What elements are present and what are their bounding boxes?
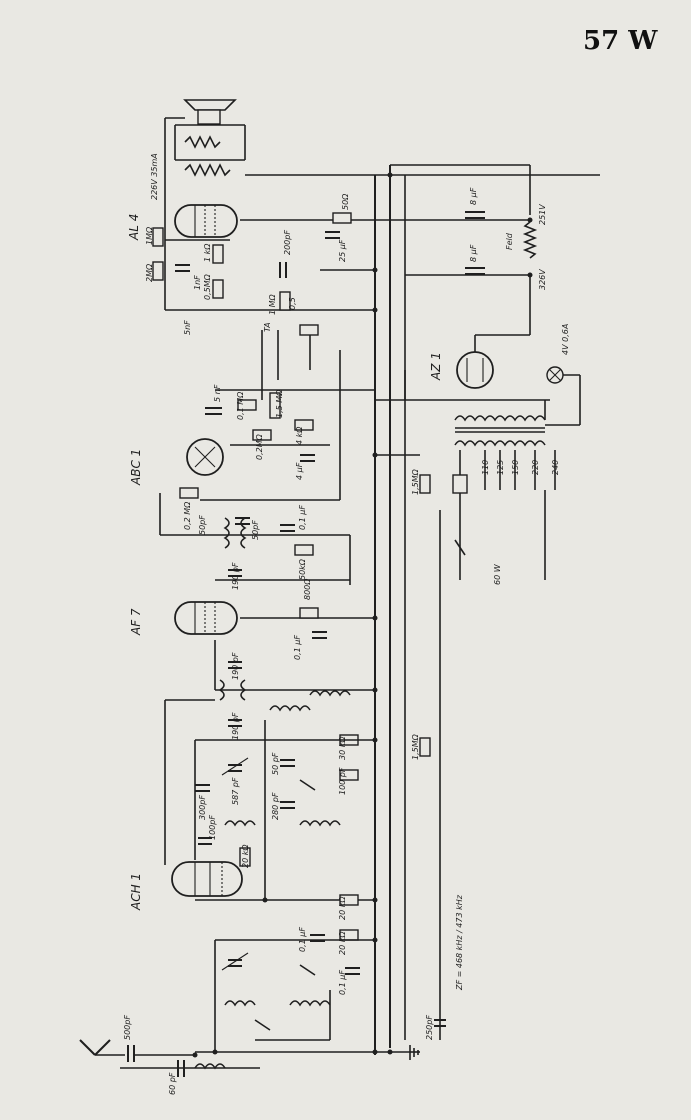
label-c-50pf: 50pF [198,515,207,535]
if-stage: 800Ω 0,1 µF 190 pF 190 pF 1,5MΩ 1,5MΩ [164,468,431,865]
label-c-587: 587 pF [231,777,240,805]
tube-az1: AZ 1 [429,300,531,389]
label-r-15mo: 1,5MΩ [411,468,420,495]
tube-abc1: ABC 1 [129,438,224,486]
label-c-500: 500pF [123,1015,132,1040]
label-326v: 326V [538,269,547,290]
label-c-190: 190 pF [231,562,240,590]
label-c-50pf-b: 50pF [251,520,260,540]
tube-label-af7: AF 7 [129,608,143,636]
label-r-1-mo: 1 MΩ [268,293,277,315]
tube-ach1: ACH 1 [129,861,243,911]
label-c-190c: 190 pF [231,712,240,740]
label-c-05: 0,5 [288,297,297,310]
label-ta: TA [263,322,272,332]
label-r-4k: 4 kΩ [295,426,304,445]
label-tap-220: 220 [531,460,540,475]
label-c-280: 280 pF [271,792,280,820]
label-r-05m: 0,5MΩ [203,273,212,300]
label-r-30k: 30 kΩ [338,736,347,760]
junction-dots [192,172,533,1058]
label-c-8uf-a: 8 µF [469,187,478,205]
label-feld: Feld [505,232,514,250]
label-c-300: 300pF [198,795,207,820]
label-c-01d: 0,1 µF [338,970,347,995]
label-c-200: 200pF [283,230,292,255]
label-al4-rating: 226V 35mA [150,153,159,200]
label-c-190b: 190 pF [231,652,240,680]
output-stage: 50Ω 25 µF 200pF 1MΩ 2MΩ 1nF 1 kΩ 0,5MΩ 5… [145,193,352,400]
label-c-50: 50 pF [271,752,280,775]
label-r-800: 800Ω [303,578,312,600]
label-c-5nf-abc: 5 nF [213,384,222,402]
label-r-50k: 50kΩ [298,558,307,580]
label-r-02m-b: 0,2 MΩ [183,501,192,530]
label-c-25: 25 µF [338,239,347,262]
detector-stage: 5 nF 0,1 MΩ 1,5 MΩ 0,2MΩ 4 kΩ 4 µF 0,2 M… [159,350,375,590]
bus-lines [120,118,600,1069]
label-r-20k-b: 20 kΩ [338,896,347,920]
label-251v: 251V [538,204,547,225]
label-c-5n: 5nF [183,320,192,335]
label-tap-125: 125 [496,460,505,475]
label-c-250: 250pF [425,1015,434,1040]
label-tap-150: 150 [511,460,520,475]
power-supply: 8 µF 8 µF Feld 251V 326V 4V 0,6A [452,187,581,585]
label-tap-240: 240 [551,460,560,475]
tube-label-al4: AL 4 [127,214,141,241]
label-r-1m: 1MΩ [145,226,154,245]
tube-al4: AL 4 226V 35mA [127,153,238,241]
label-lamp: 4V 0,6A [561,324,570,355]
label-c-4uf: 4 µF [295,462,304,480]
label-c-01b: 0,1 µF [293,635,302,660]
label-c-60: 60 pF [168,1072,177,1095]
label-zf: ZF = 468 kHz / 473 kHz [455,894,464,991]
tube-label-ach1: ACH 1 [129,873,143,911]
label-c-1n: 1nF [193,275,202,290]
label-c-100pf: 100pF [208,815,217,840]
label-r-2m: 2MΩ [145,263,154,282]
label-r-20k-c: 20 kΩ [338,931,347,955]
tube-label-abc1: ABC 1 [129,449,143,486]
label-r-50: 50Ω [341,193,350,210]
label-r-15m: 1,5 MΩ [275,389,284,418]
antenna-input: 500pF 60 pF 250pF ZF = 468 kHz / 473 kHz [79,894,464,1095]
label-r-1k: 1 kΩ [203,243,212,262]
label-tap-110: 110 [481,460,490,475]
label-c-8uf-b: 8 µF [469,244,478,262]
loudspeaker [165,99,246,177]
page-title: 57 W [583,26,658,56]
label-r-20k: 20 kΩ [241,844,250,868]
mixer-stage: 30 kΩ 50 pF 100 pF 300pF 587 pF 280 pF 1… [194,720,375,1052]
tube-label-az1: AZ 1 [429,352,443,381]
label-r-01m: 0,1 MΩ [236,391,245,420]
label-c-100: 100 pF [338,767,347,795]
label-r-02m: 0,2MΩ [255,433,264,460]
label-c-01: 0,1 µF [298,505,307,530]
tube-af7: AF 7 [129,601,238,636]
label-watt: 60 W [493,563,502,585]
label-r-15mo-b: 1,5MΩ [411,733,420,760]
